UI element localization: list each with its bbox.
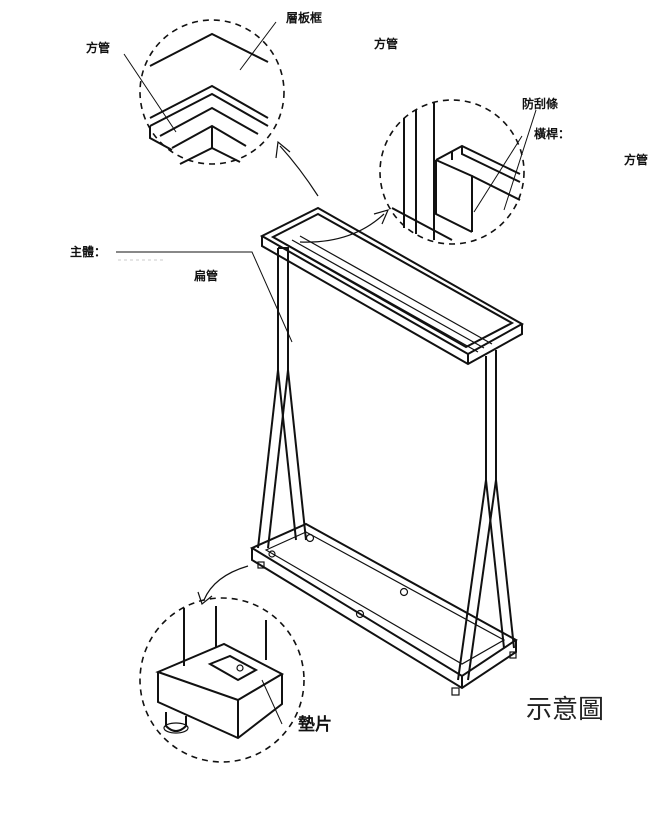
leader-lines [116,21,537,725]
diagram-title: 示意圖 [526,695,604,725]
label-shelf-frame: 層板框 [286,10,322,25]
detail-anti-scratch-strip [379,99,525,245]
label-square-tube-1: 方管 [86,40,110,55]
label-crossbar: 橫桿： [534,126,570,141]
label-gasket: 墊片 [298,714,332,735]
label-anti-scratch-strip: 防刮條 [522,96,559,111]
label-main-body: 主體： [70,244,106,259]
detail-arrows [197,140,390,606]
label-square-tube-2: 方管 [374,36,398,51]
label-flat-tube: 扁管 [194,268,218,283]
rack-main-body [249,206,525,696]
label-square-tube-3: 方管 [624,152,648,167]
detail-gasket [139,597,305,763]
detail-shelf-frame-corner [139,19,285,165]
